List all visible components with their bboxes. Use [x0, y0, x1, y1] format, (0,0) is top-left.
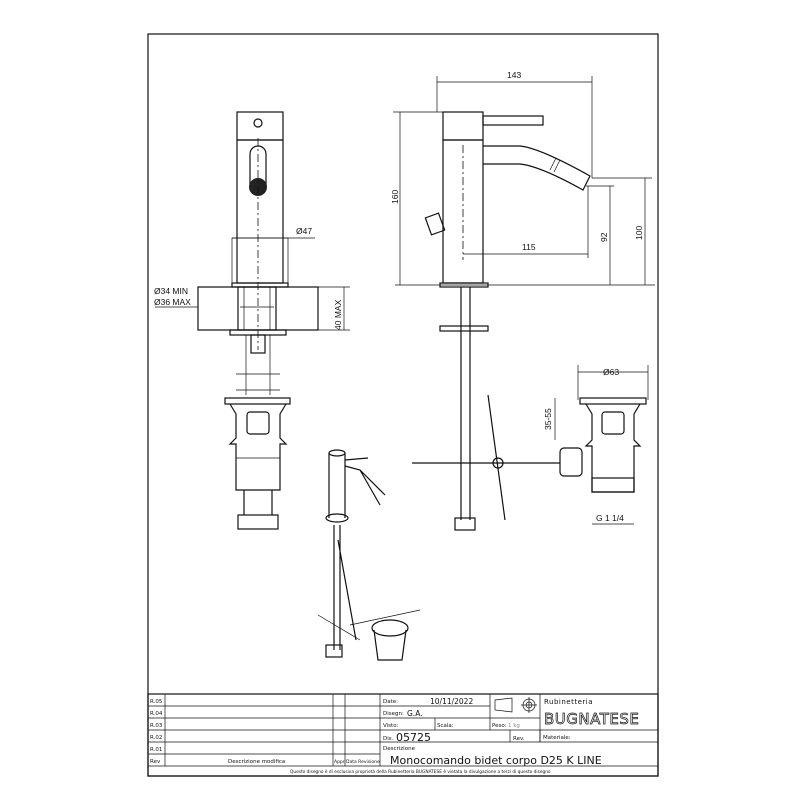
descrizione-value: Monocomando bidet corpo D25 K LINE	[390, 754, 602, 767]
title-block	[147, 693, 659, 777]
disegn-value: G.A.	[407, 709, 423, 718]
front-view	[155, 111, 350, 530]
dim-d47: Ø47	[296, 226, 312, 236]
dim-35-55: 35-55	[543, 408, 553, 430]
company-small: Rubinetteria	[544, 698, 593, 706]
side-view	[393, 76, 655, 531]
dim-160: 160	[390, 190, 400, 204]
dim-100: 100	[634, 226, 644, 240]
appr-header: Appr.	[334, 759, 346, 765]
dim-d63: Ø63	[603, 367, 619, 377]
dis-label: Dis.	[383, 736, 394, 742]
rev-r02: R.02	[150, 735, 162, 741]
dim-d36-max: Ø36 MAX	[154, 297, 191, 307]
dim-143: 143	[507, 70, 521, 80]
isometric-view	[317, 449, 421, 661]
rev-r04: R.04	[150, 711, 163, 717]
date-label: Date:	[383, 699, 398, 705]
peso-value: 1 kg	[508, 723, 520, 729]
company-logo: BUGNATESE	[544, 710, 639, 728]
rev-header: Rev	[150, 759, 161, 765]
descrizione-label: Descrizione	[383, 746, 416, 752]
rev-r01: R.01	[150, 747, 162, 753]
drawing-frame	[147, 33, 659, 777]
dim-40-max: 40 MAX	[333, 299, 343, 330]
rev-r03: R.03	[150, 723, 163, 729]
dis-value: 05725	[396, 731, 431, 744]
disegn-label: Disegn:	[383, 711, 404, 717]
dim-g-1-1-4: G 1 1/4	[596, 513, 624, 523]
dim-92: 92	[599, 232, 609, 242]
visto-label: Visto:	[383, 723, 399, 729]
peso-label: Peso:	[492, 723, 507, 729]
data-rev-header: Data Revisione	[346, 759, 380, 765]
dim-d34-min: Ø34 MIN	[154, 286, 188, 296]
dim-115: 115	[522, 242, 536, 252]
desc-mod-header: Descrizione modifica	[228, 759, 285, 765]
footer-notice: Questo disegno è di esclusiva proprietà …	[290, 768, 551, 775]
date-value: 10/11/2022	[430, 697, 473, 706]
rev-r05: R.05	[150, 699, 163, 705]
rev-label: Rev.	[513, 736, 525, 742]
scala-label: Scala:	[437, 723, 454, 729]
materiale-label: Materiale:	[543, 735, 571, 741]
